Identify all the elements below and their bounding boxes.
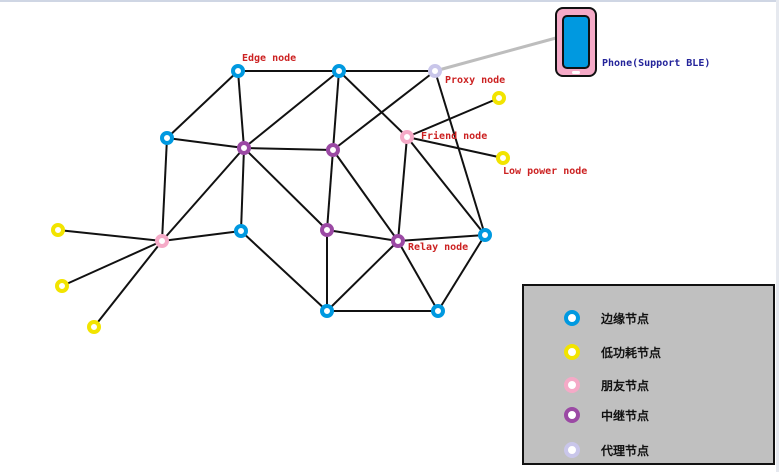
mesh-link [406,97,500,138]
mesh-link [166,70,239,139]
mesh-link [434,70,486,236]
phone-screen [562,15,590,69]
phone-icon [555,7,597,77]
edge-node [478,228,492,242]
phone-label: Phone(Support BLE) [602,58,711,69]
legend-label: 低功耗节点 [601,346,662,360]
mesh-link [326,240,399,312]
mesh-link [338,70,408,138]
low-power-node [492,91,506,105]
legend-item-edge: 边缘节点 [524,308,764,328]
mesh-link [406,136,486,236]
links-layer [57,36,557,328]
legend-label: 朋友节点 [601,379,650,393]
friend-node [155,234,169,248]
legend-item-friend: 朋友节点 [524,375,764,395]
mesh-link [243,147,334,151]
edge-node [320,304,334,318]
legend-item-low-power: 低功耗节点 [524,342,764,362]
legend-label: 边缘节点 [601,312,650,326]
proxy-node [428,64,442,78]
proxy-node-icon [564,442,580,458]
mesh-link [326,149,334,231]
friend-node-icon [564,377,580,393]
mesh-link [397,234,486,242]
low-power-node-icon [564,344,580,360]
low-power-node [51,223,65,237]
mesh-link [332,70,340,151]
legend-box: 边缘节点 低功耗节点 朋友节点 中继节点 代理节点 [522,284,775,465]
nodes-layer [51,64,510,334]
mesh-link [166,137,245,149]
window-right-border [776,0,779,472]
mesh-link [326,229,399,242]
ble-link [434,36,557,73]
mesh-link [243,147,328,231]
mesh-link [332,149,399,242]
edge-node [431,304,445,318]
edge-node [160,131,174,145]
legend-item-proxy: 代理节点 [524,440,764,460]
edge-node-label: Edge node [242,53,297,64]
legend-label: 代理节点 [601,444,650,458]
edge-node [231,64,245,78]
mesh-link [406,136,504,159]
relay-node-icon [564,407,580,423]
mesh-link [57,229,163,242]
mesh-link [240,147,245,232]
mesh-link [237,70,245,149]
mesh-link [161,147,245,242]
relay-node [237,141,251,155]
edge-node [234,224,248,238]
mesh-link [397,240,439,312]
mesh-link [243,70,340,149]
edge-node-icon [564,310,580,326]
mesh-link [397,136,408,242]
low-power-node [496,151,510,165]
low-power-node [55,279,69,293]
phone-home-button [572,71,580,74]
mesh-link [240,230,328,312]
proxy-node-label: Proxy node [445,75,506,86]
legend-label: 中继节点 [601,409,650,423]
legend-item-relay: 中继节点 [524,405,764,425]
relay-node [391,234,405,248]
mesh-link [332,70,436,151]
relay-node [320,223,334,237]
relay-node [326,143,340,157]
mesh-link [161,230,242,242]
low-power-node [87,320,101,334]
edge-node [332,64,346,78]
mesh-link [61,240,163,287]
low-power-node-label: Low power node [503,166,588,177]
relay-node-label: Relay node [408,242,469,253]
mesh-link [437,234,486,312]
window-top-border [0,0,779,2]
friend-node-label: Friend node [421,131,488,142]
mesh-link [93,240,163,328]
mesh-link [161,137,168,242]
friend-node [400,130,414,144]
